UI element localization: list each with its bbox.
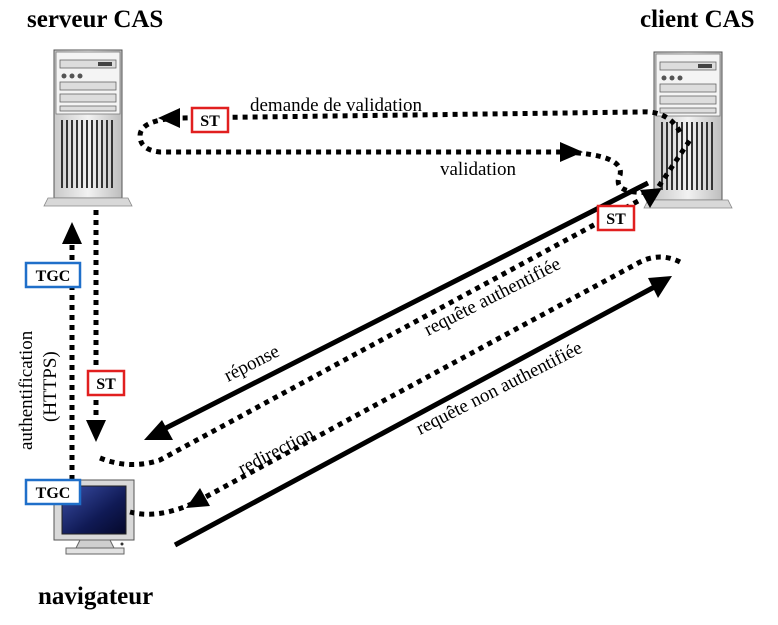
validation-request-label: demande de validation [250, 95, 422, 116]
unauthenticated-request-arrowhead [648, 276, 672, 298]
st-token-browser: ST [86, 369, 126, 397]
unauthenticated-request-label: requête non authentifiée [413, 337, 586, 439]
server-title: serveur CAS [27, 6, 164, 33]
st-token-validation-request: ST [190, 106, 230, 134]
response-arrow [160, 180, 650, 433]
validation-request-arrowhead [158, 108, 180, 128]
svg-text:TGC: TGC [36, 485, 71, 502]
authenticated-request-arrowhead [640, 188, 662, 208]
svg-text:ST: ST [200, 113, 220, 130]
authenticated-request-arrow [99, 197, 642, 467]
client-title: client CAS [640, 6, 755, 33]
redirection-label: redirection [235, 423, 318, 479]
service-ticket-arrowhead [86, 420, 106, 442]
tgc-token-browser: TGC [24, 478, 82, 506]
response-arrowhead [144, 420, 173, 440]
svg-text:ST: ST [96, 376, 116, 393]
redirection-arrow [129, 254, 682, 517]
server-tower-icon [43, 49, 133, 207]
browser-title: navigateur [38, 583, 154, 610]
validation-request-arrow [137, 109, 693, 195]
st-token-client: ST [596, 204, 636, 232]
authentication-label-line1: authentification [16, 330, 37, 450]
redirection-arrowhead [186, 488, 210, 508]
validation-label: validation [440, 159, 516, 180]
response-label: réponse [221, 341, 283, 387]
svg-text:TGC: TGC [36, 268, 71, 285]
unauthenticated-request-arrow [173, 282, 660, 548]
svg-text:ST: ST [606, 211, 626, 228]
authentication-arrowhead [62, 222, 82, 244]
authenticated-request-label: requête authentifiée [421, 253, 564, 340]
authentication-label-line2: (HTTPS) [40, 351, 61, 422]
validation-arrowhead [560, 142, 583, 162]
tgc-token-server: TGC [24, 261, 82, 289]
